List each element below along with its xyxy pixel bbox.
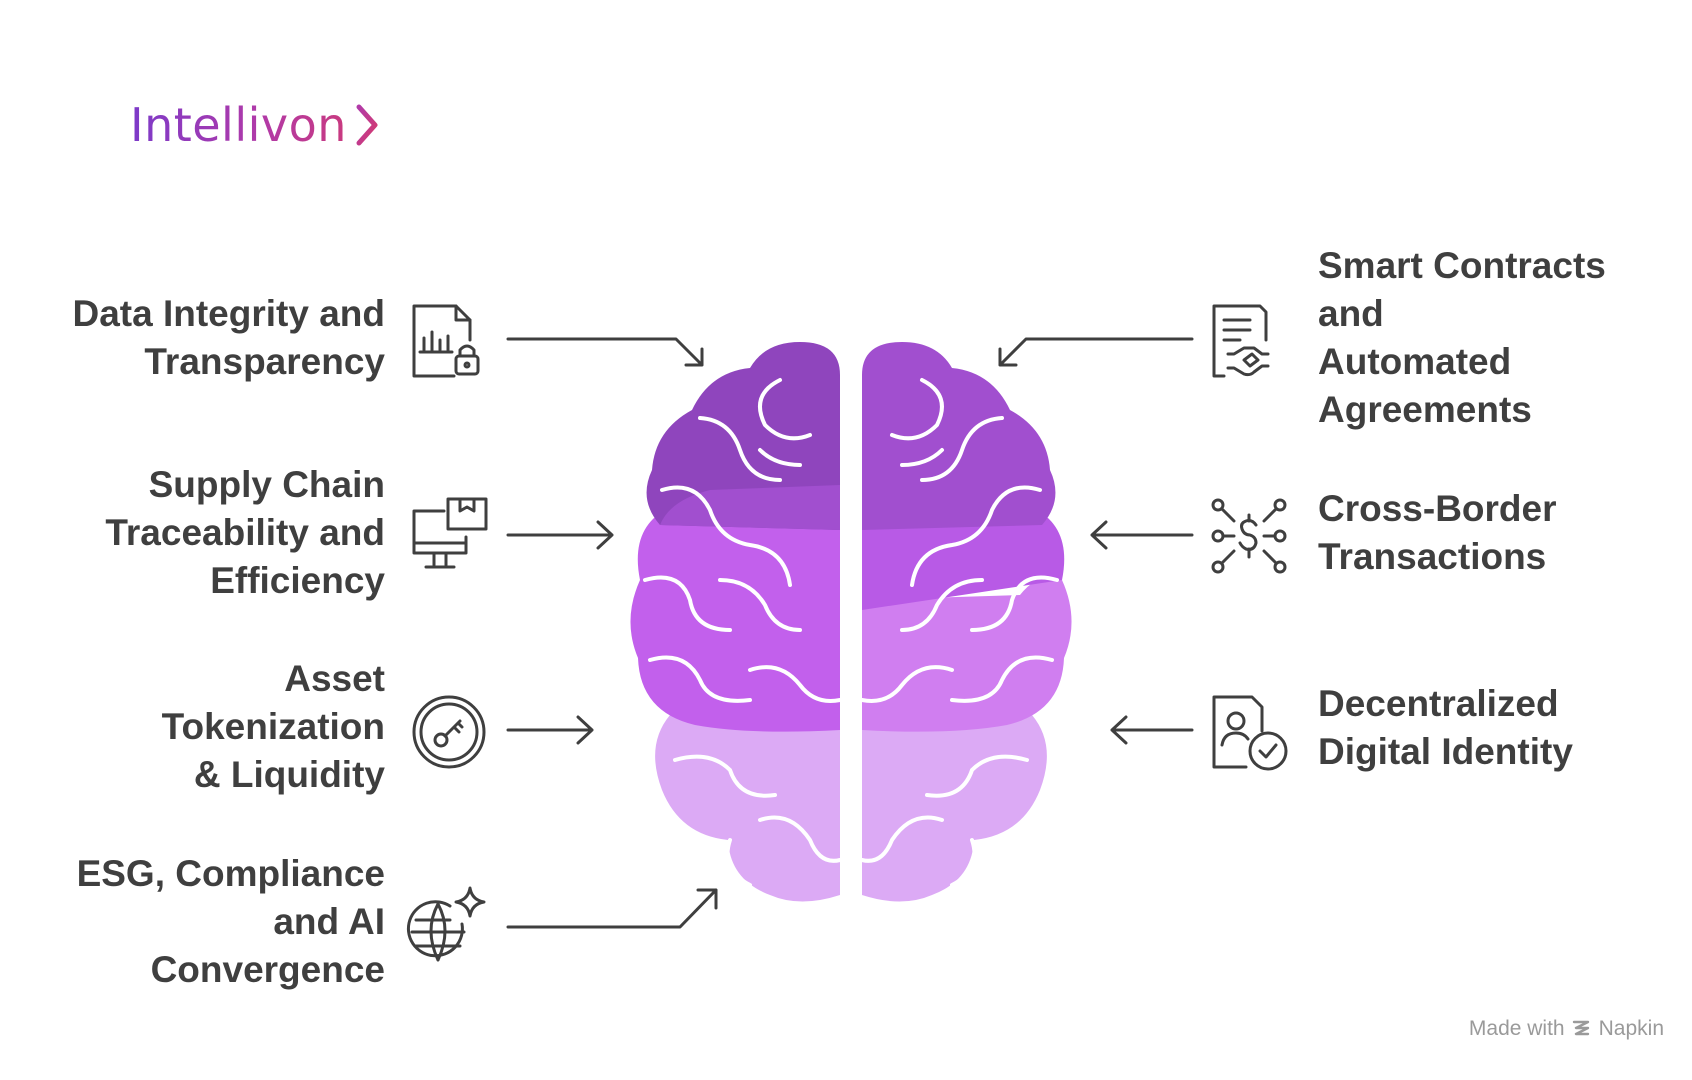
brand-logo: Intellivon: [130, 98, 381, 152]
napkin-brand: Napkin: [1598, 1017, 1664, 1040]
arrow-decentralized-identity: [1110, 715, 1194, 745]
made-with-napkin: Made with Napkin: [1469, 1017, 1664, 1041]
label-decentralized-identity: Decentralized Digital Identity: [1318, 683, 1573, 772]
dollar-network-icon: [1211, 498, 1287, 574]
made-with-text: Made with: [1468, 1017, 1565, 1040]
label-smart-contracts: Smart Contracts and Automated Agreements: [1318, 245, 1606, 430]
arrow-supply-chain: [506, 520, 614, 550]
brain-icon: [630, 342, 1072, 902]
identity-check-icon: [1212, 695, 1288, 771]
brain-right-hemisphere: [860, 342, 1072, 902]
label-supply-chain: Supply Chain Traceability and Efficiency: [105, 464, 385, 601]
label-cross-border: Cross-Border Transactions: [1318, 488, 1557, 577]
monitor-package-icon: [412, 497, 488, 569]
napkin-logo-icon: [1572, 1020, 1589, 1036]
arrow-smart-contracts: [998, 337, 1194, 367]
coin-key-icon: [412, 695, 486, 769]
label-data-integrity: Data Integrity and Transparency: [72, 293, 386, 382]
brain-left-hemisphere: [630, 342, 842, 902]
document-chart-lock-icon: [412, 304, 480, 378]
arrow-data-integrity: [506, 337, 704, 367]
arrow-esg-compliance: [506, 888, 718, 929]
arrow-asset-tokenization: [506, 715, 594, 745]
globe-sparkle-icon: [406, 886, 486, 962]
arrow-cross-border: [1090, 520, 1194, 550]
chevron-right-icon: [356, 104, 378, 146]
contract-handshake-icon: [1212, 304, 1270, 378]
label-asset-tokenization: Asset Tokenization & Liquidity: [161, 658, 385, 795]
brand-name: Intellivon: [130, 98, 347, 152]
label-esg-compliance: ESG, Compliance and AI Convergence: [76, 853, 385, 990]
